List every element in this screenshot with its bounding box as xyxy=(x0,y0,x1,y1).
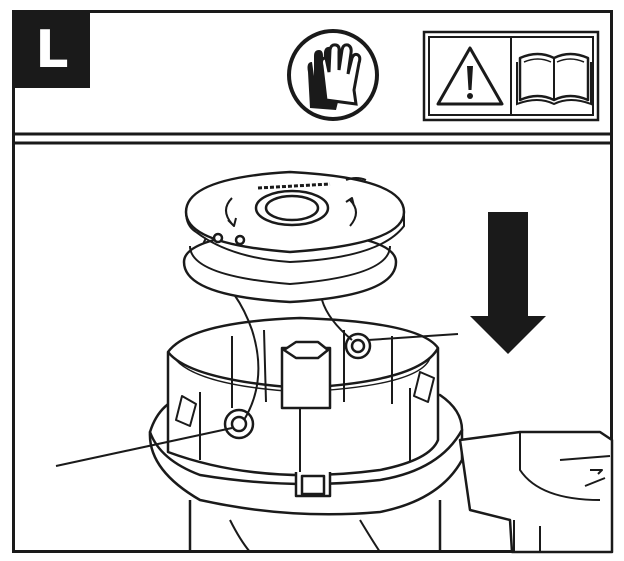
gloves-icon xyxy=(287,29,379,121)
step-letter: L xyxy=(35,20,69,80)
line-spool xyxy=(182,170,406,304)
step-badge: L xyxy=(14,12,90,88)
spool-cup xyxy=(166,316,440,498)
down-arrow-icon xyxy=(470,212,546,354)
outer-border xyxy=(12,10,613,553)
read-manual-book-icon xyxy=(516,52,592,106)
warning-triangle-icon xyxy=(436,46,504,106)
